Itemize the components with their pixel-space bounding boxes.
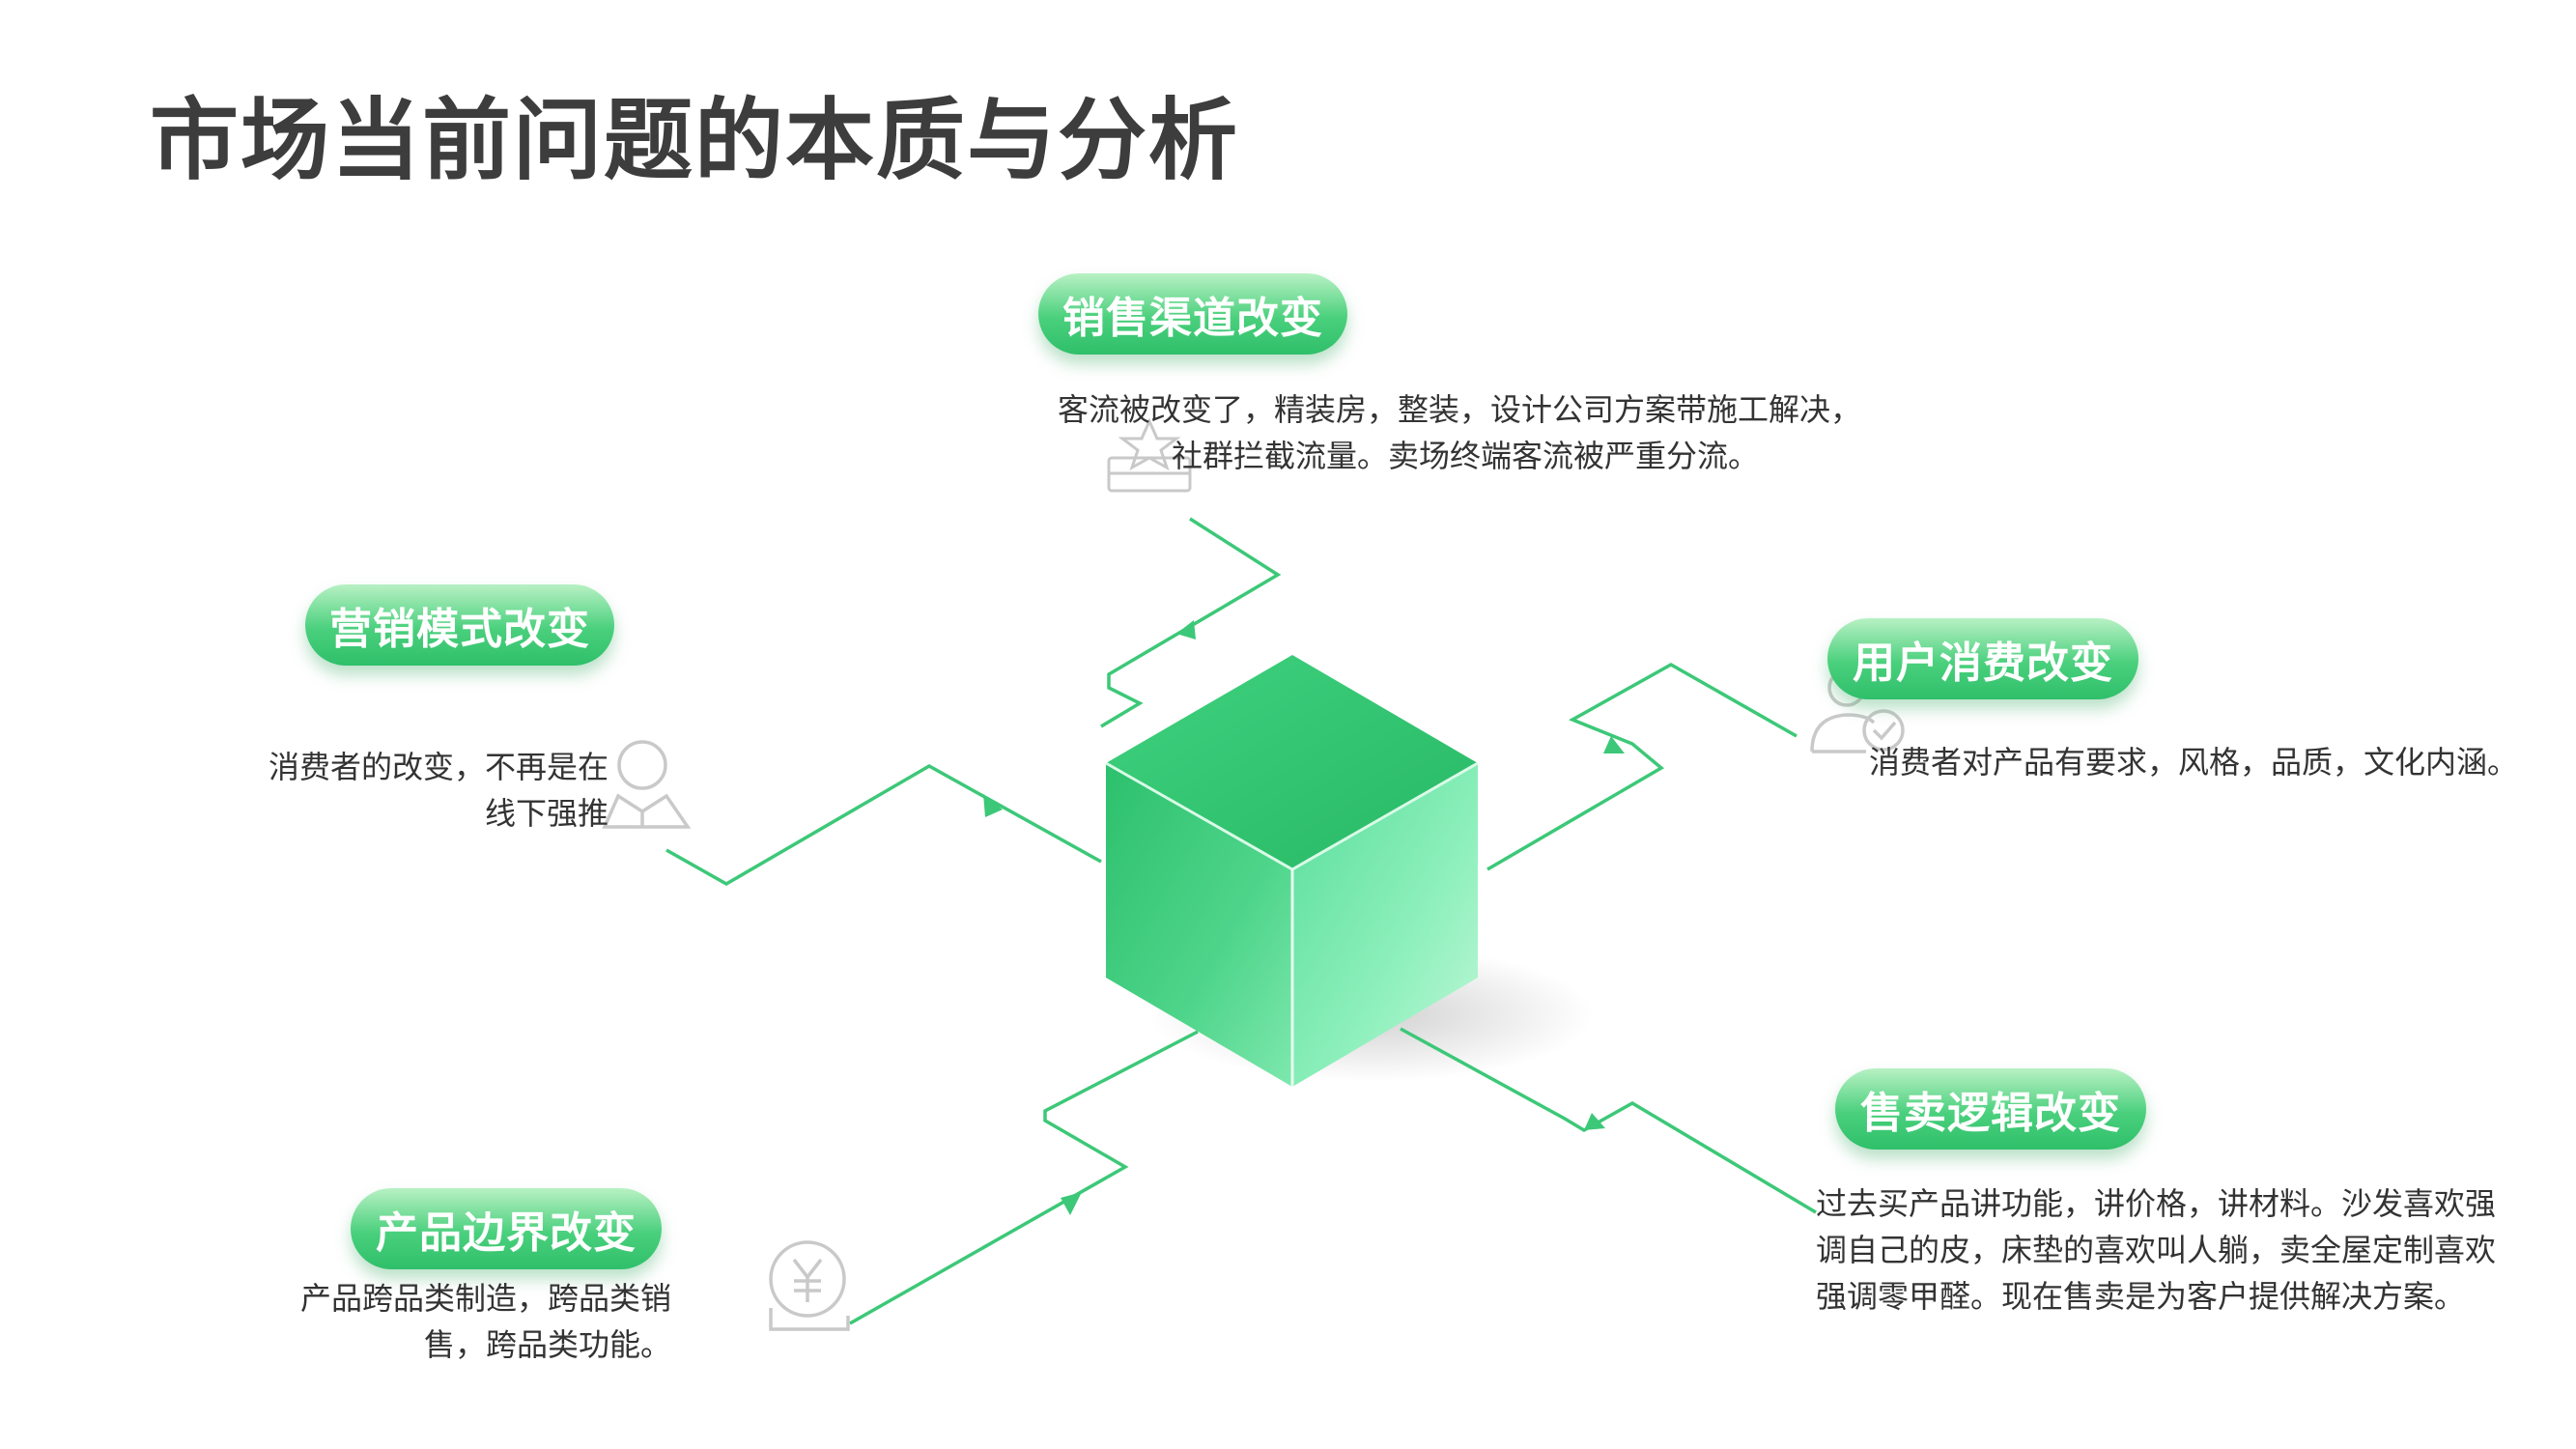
node-top-text-line2: 社群拦截流量。卖场终端客流被严重分流。 [1172,438,1760,474]
yen-coin-icon [769,1240,850,1331]
arrow-top [1176,620,1196,639]
node-left-text-line1: 消费者的改变，不再是在 [268,749,609,785]
connector-top [1100,517,1282,728]
node-bottom-right-text-line1: 过去买产品讲功能，讲价格，讲材料。沙发喜欢强 [1816,1185,2497,1222]
node-bottom-left-text-line2: 售，跨品类功能。 [423,1326,671,1363]
connector-left [665,763,1102,887]
node-top-text-line1: 客流被改变了，精装房，整装，设计公司方案带施工解决， [1058,391,1862,428]
node-top-label: 销售渠道改变 [1038,273,1347,355]
node-bottom-right-text-line2: 调自己的皮，床垫的喜欢叫人躺，卖全屋定制喜欢 [1816,1232,2497,1268]
star-certificate-icon [1107,417,1192,493]
node-right-label: 用户消费改变 [1827,618,2138,699]
arrow-right [1603,736,1625,753]
node-left-label: 营销模式改变 [305,584,614,666]
arrow-left [983,794,1003,817]
node-bottom-right-text-line3: 强调零甲醛。现在售卖是为客户提供解决方案。 [1816,1278,2466,1315]
node-left-text-line2: 线下强推 [484,795,609,832]
node-bottom-left-description: 产品跨品类制造，跨品类销 售，跨品类功能。 [241,1275,671,1368]
node-bottom-left-text-line1: 产品跨品类制造，跨品类销 [299,1280,671,1317]
connector-right [1486,662,1798,871]
node-right-description: 消费者对产品有要求，风格，品质，文化内涵。 [1869,739,2564,785]
connector-bottom-left [849,1030,1199,1325]
person-icon [602,740,692,829]
node-left-description: 消费者的改变，不再是在 线下强推 [246,744,609,837]
node-top-description: 客流被改变了，精装房，整装，设计公司方案带施工解决， 社群拦截流量。卖场终端客流… [1058,386,1927,479]
page-title: 市场当前问题的本质与分析 [150,88,1240,192]
node-bottom-right-description: 过去买产品讲功能，讲价格，讲材料。沙发喜欢强 调自己的皮，床垫的喜欢叫人躺，卖全… [1816,1180,2560,1320]
node-right-text: 消费者对产品有要求，风格，品质，文化内涵。 [1869,744,2519,781]
node-bottom-right-label: 售卖逻辑改变 [1835,1068,2146,1150]
node-bottom-left-label: 产品边界改变 [351,1188,662,1269]
arrow-bottom-left [1061,1192,1082,1215]
arrow-bottom-right [1584,1113,1605,1130]
